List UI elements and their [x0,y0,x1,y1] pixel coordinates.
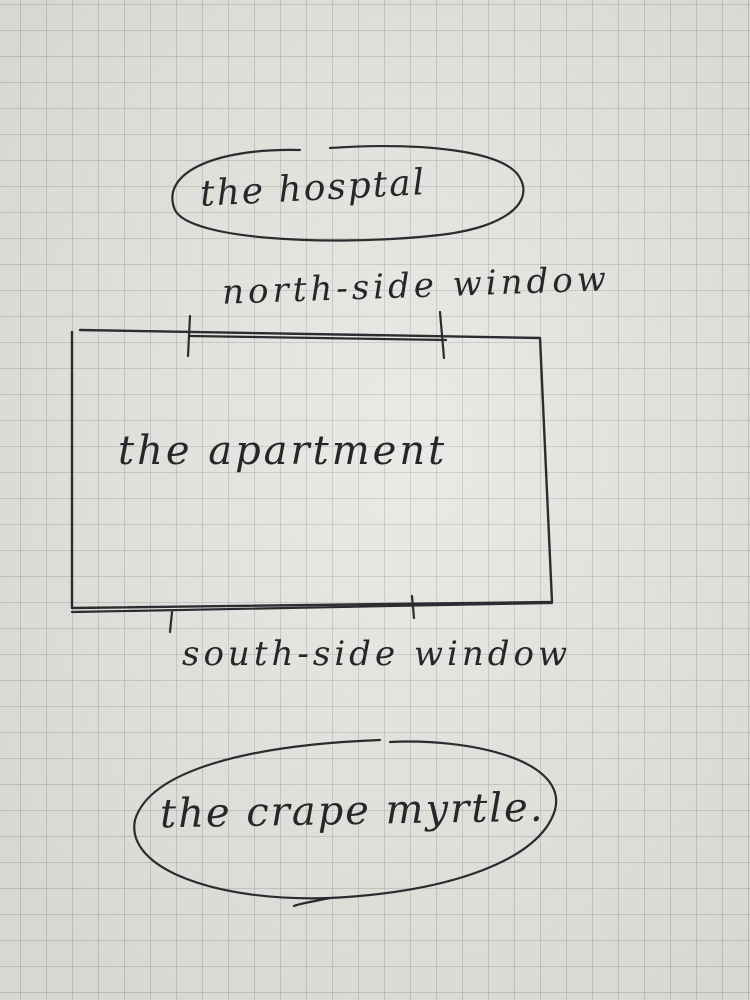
apartment-label: the apartment [118,428,448,474]
north-window-right-tick [438,310,446,360]
south-window-right-tick [410,594,416,620]
south-window-left-tick [168,610,174,634]
north-window-left-tick [186,314,192,358]
crape-myrtle-oval-tail [292,896,332,908]
crape-myrtle-label: the crape myrtle. [159,784,545,838]
south-window-label: south-side window [182,634,572,674]
apartment-bottom-wall [70,601,554,614]
hospital-oval [171,145,525,242]
north-window-segment [188,334,448,342]
